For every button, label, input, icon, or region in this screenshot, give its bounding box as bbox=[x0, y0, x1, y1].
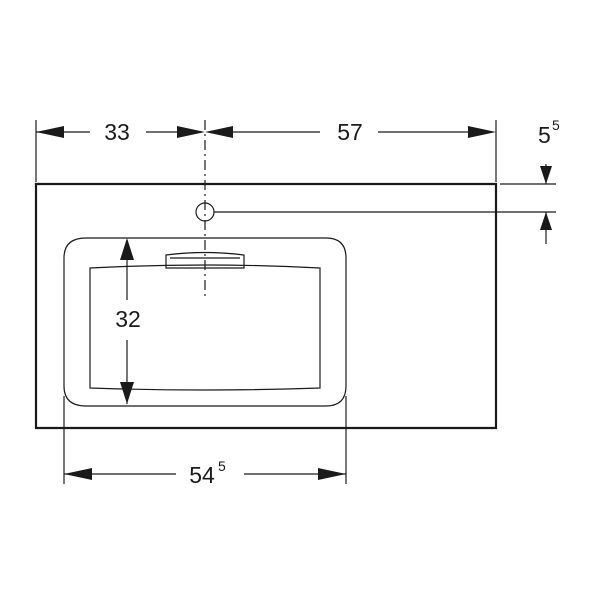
dimension-bowl-width-label: 54 bbox=[189, 462, 215, 488]
bowl-inner-basin bbox=[89, 264, 321, 391]
dimension-right-width: 57 bbox=[205, 119, 497, 182]
dimension-tap-depth-label: 5 bbox=[538, 122, 551, 148]
dimension-tap-offset: 33 bbox=[35, 119, 205, 182]
dimension-bowl-depth: 32 bbox=[115, 238, 141, 404]
bowl-outer-rim bbox=[63, 237, 347, 407]
dimension-bowl-depth-label: 32 bbox=[115, 306, 141, 332]
dimension-tap-depth-superscript: 5 bbox=[552, 117, 560, 133]
dimension-tap-offset-label: 33 bbox=[104, 119, 130, 145]
dimension-bowl-width-superscript: 5 bbox=[218, 458, 226, 474]
dimension-tap-depth: 5 5 bbox=[538, 117, 560, 244]
dimension-bowl-width: 54 5 bbox=[63, 396, 347, 488]
basin-outline bbox=[34, 182, 498, 430]
overflow-slot bbox=[165, 251, 245, 269]
dimension-right-width-label: 57 bbox=[337, 119, 363, 145]
